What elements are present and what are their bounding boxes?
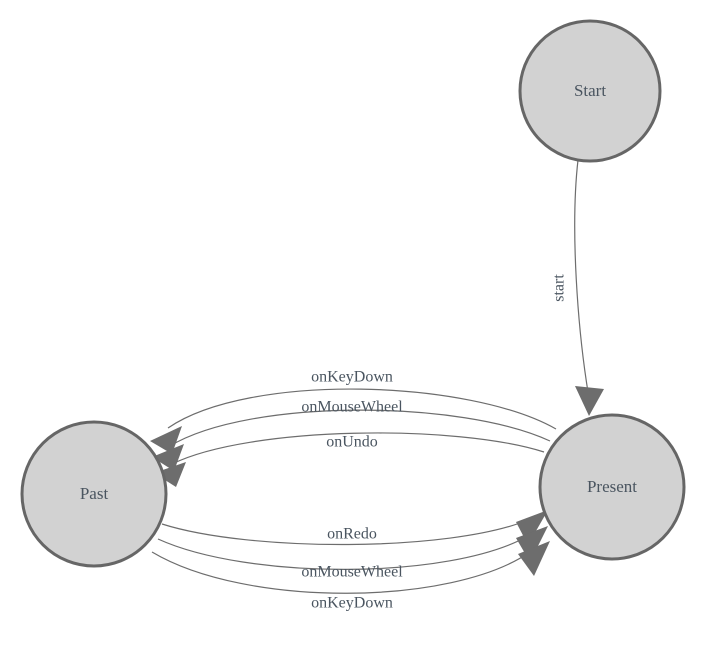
edge-present-to-past-onkeydown-arrowhead [150, 426, 182, 454]
edge-present-to-past-onundo[interactable]: onUndo [154, 432, 545, 487]
edge-present-to-past-onmousewheel-path [169, 409, 551, 447]
edge-past-to-present-onmousewheel-path [157, 535, 529, 570]
edge-present-to-past-onkeydown[interactable]: onKeyDown [150, 369, 557, 454]
node-present-label: Present [587, 477, 637, 496]
edge-label-onmousewheel-bottom: onMouseWheel [301, 564, 403, 581]
node-past[interactable]: Past [20, 420, 168, 568]
edge-label-onredo: onRedo [327, 526, 377, 543]
node-start[interactable]: Start [518, 19, 662, 163]
node-present-circle [538, 413, 686, 561]
edge-present-to-past-onundo-path [171, 432, 545, 465]
node-past-label: Past [80, 484, 109, 503]
edge-start-to-present-path [574, 159, 589, 393]
edge-past-to-present-onmousewheel-arrowhead [516, 526, 548, 562]
edge-start-to-present[interactable]: start [551, 159, 604, 416]
edge-present-to-past-onmousewheel[interactable]: onMouseWheel [152, 399, 551, 471]
edge-past-to-present-onkeydown-path [151, 551, 531, 594]
edge-present-to-past-onkeydown-path [167, 388, 557, 430]
edge-label-onkeydown-top: onKeyDown [311, 369, 393, 386]
node-start-circle [518, 19, 662, 163]
edge-present-to-past-onundo-arrowhead [154, 462, 186, 487]
edge-past-to-present-onredo-path [161, 519, 529, 546]
node-present[interactable]: Present [538, 413, 686, 561]
edge-past-to-present-onkeydown[interactable]: onKeyDown [151, 541, 550, 612]
edge-start-to-present-arrowhead [575, 386, 604, 416]
edge-label-onundo: onUndo [326, 434, 378, 451]
edge-label-start: start [551, 274, 568, 302]
edge-past-to-present-onredo[interactable]: onRedo [161, 510, 548, 546]
edge-label-onkeydown-bottom: onKeyDown [311, 595, 393, 612]
edge-present-to-past-onmousewheel-arrowhead [152, 444, 184, 471]
node-start-label: Start [574, 81, 606, 100]
edge-past-to-present-onmousewheel[interactable]: onMouseWheel [157, 526, 548, 581]
edge-past-to-present-onkeydown-arrowhead [518, 541, 550, 576]
node-past-circle [20, 420, 168, 568]
edge-label-onmousewheel-top: onMouseWheel [301, 399, 403, 416]
